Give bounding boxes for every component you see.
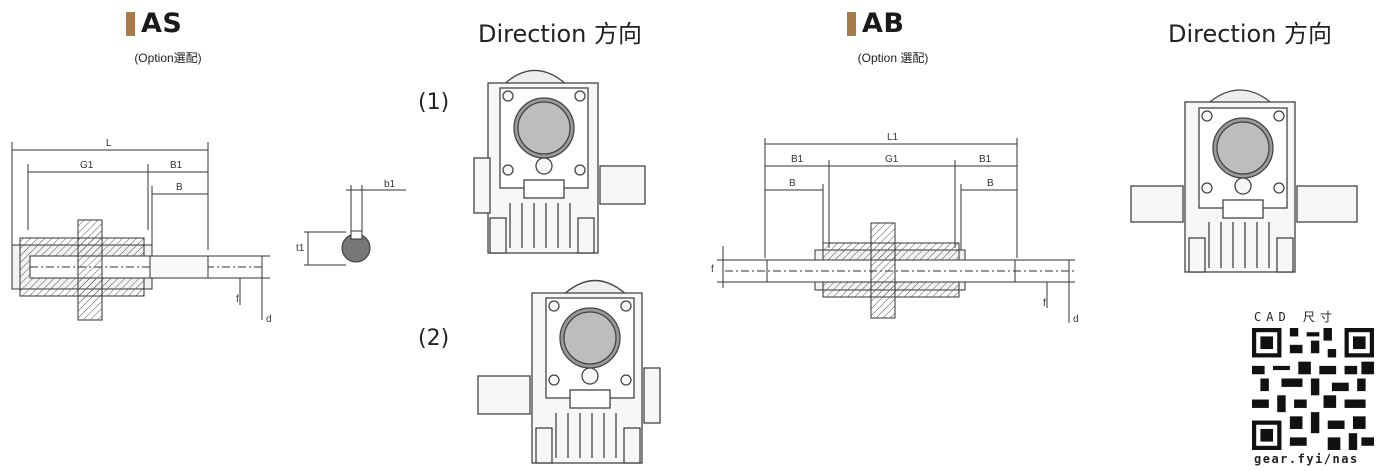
gearbox-direction-2 [477,279,661,464]
direction-title-left: Direction 方向 [477,20,643,48]
ab-shaft-drawing: L1 B1 G1 B1 B B f f d [711,132,1079,325]
dim-B-right: B [987,178,994,189]
gearbox-direction-ab [1130,89,1358,273]
as-shaft-drawing: L G1 B1 B f d [11,138,272,325]
as-heading: AS [126,8,182,39]
ab-option-note: (Option 選配) [857,51,929,65]
dim-L: L [106,138,112,149]
dim-B1-right: B1 [979,154,992,165]
as-option-note: (Option選配) [134,51,202,65]
heading-marker [126,11,135,36]
ab-code: AB [862,8,905,39]
direction-option-2: (2) [418,326,450,351]
gearbox-direction-1 [473,69,646,254]
heading-marker [847,11,856,36]
dim-d: d [266,314,272,325]
dim-G1: G1 [885,154,899,165]
as-key-section: b1 t1 [296,179,406,266]
qr-caption: CAD 尺寸 [1254,310,1337,324]
dim-f: f [236,294,239,305]
dim-f-right: f [1043,298,1046,309]
direction-title-right: Direction 方向 [1167,20,1333,48]
dim-B: B [176,182,183,193]
as-code: AS [141,8,183,39]
dim-G1: G1 [80,160,94,171]
dim-B1: B1 [170,160,183,171]
dim-t1: t1 [296,243,305,254]
dim-B-left: B [789,178,796,189]
qr-code[interactable] [1252,328,1374,450]
dim-d: d [1073,314,1079,325]
dim-b1: b1 [384,179,396,190]
dim-L1: L1 [887,132,899,143]
qr-url[interactable]: gear.fyi/nas [1254,452,1359,466]
direction-option-1: (1) [418,90,450,115]
ab-heading: AB [847,8,904,39]
dim-B1-left: B1 [791,154,804,165]
dim-f-left: f [711,264,714,275]
